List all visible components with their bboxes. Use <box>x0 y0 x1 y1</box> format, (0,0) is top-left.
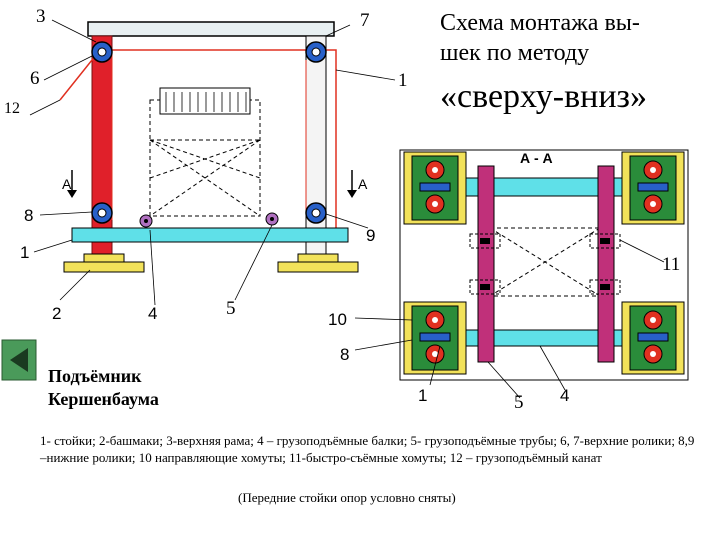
panel-hatch <box>165 92 247 112</box>
label-6: 6 <box>30 68 40 89</box>
elevation-view <box>29 19 396 306</box>
label-2: 2 <box>52 304 62 323</box>
hoist-frame-dashed <box>149 99 261 217</box>
caption-line-1: Подъёмник <box>48 366 142 386</box>
section-label: А - А <box>520 150 553 166</box>
leader-lines-right <box>354 239 665 399</box>
base-right <box>277 261 359 273</box>
roller-block-bl <box>403 301 467 375</box>
legend-note: (Передние стойки опор условно сняты) <box>238 490 456 505</box>
device-caption: Подъёмник Кершенбаума <box>48 365 159 411</box>
top-frame <box>87 21 335 37</box>
label-4-left: 4 <box>148 304 158 323</box>
label-12: 12 <box>4 100 20 117</box>
page-title: Схема монтажа вы- шек по методу <box>440 8 710 68</box>
legend-text: 1- стойки; 2-башмаки; 3-верхняя рама; 4 … <box>40 433 695 465</box>
label-1-top: 1 <box>398 70 408 91</box>
label-5-right: 5 <box>514 392 524 413</box>
clamp-4 <box>589 279 621 295</box>
top-panel-hatched <box>159 87 251 115</box>
hoist-diag-2 <box>149 139 261 217</box>
hoist-diag-4 <box>149 139 261 179</box>
label-1-bottom: 1 <box>418 386 428 405</box>
section-beam-bottom <box>439 329 651 347</box>
label-10: 10 <box>328 310 347 329</box>
label-8-right: 8 <box>340 345 350 364</box>
arrow-label-right: А <box>358 176 368 192</box>
title-line-1: Схема монтажа вы- <box>440 10 640 36</box>
clamp-3 <box>469 279 501 295</box>
title-line-3: «сверху-вниз» <box>440 78 647 115</box>
label-1-left: 1 <box>20 243 30 262</box>
caption-line-2: Кершенбаума <box>48 389 159 409</box>
leader-lines-left <box>29 19 396 306</box>
label-7: 7 <box>360 10 370 31</box>
clamp-2 <box>589 233 621 249</box>
lifting-pipe-right <box>597 165 615 363</box>
base-left <box>63 261 145 273</box>
lifting-pipe-left <box>477 165 495 363</box>
label-3: 3 <box>36 6 46 27</box>
roller-block-tl <box>403 151 467 225</box>
label-5-left: 5 <box>226 298 236 319</box>
label-4-right: 4 <box>560 386 570 405</box>
section-frame <box>399 149 689 381</box>
label-11: 11 <box>662 254 681 275</box>
roller-block-tr <box>621 151 685 225</box>
lifting-beam <box>71 227 349 243</box>
roller-block-br <box>621 301 685 375</box>
label-9: 9 <box>366 226 376 245</box>
section-view <box>354 149 689 399</box>
label-8-left: 8 <box>24 206 34 225</box>
section-beam-top <box>439 177 651 197</box>
back-button[interactable] <box>2 340 36 380</box>
back-nav-shape <box>1 339 37 381</box>
arrow-label-left: А <box>62 176 72 192</box>
title-line-2: шек по методу <box>440 40 590 66</box>
clamp-1 <box>469 233 501 249</box>
